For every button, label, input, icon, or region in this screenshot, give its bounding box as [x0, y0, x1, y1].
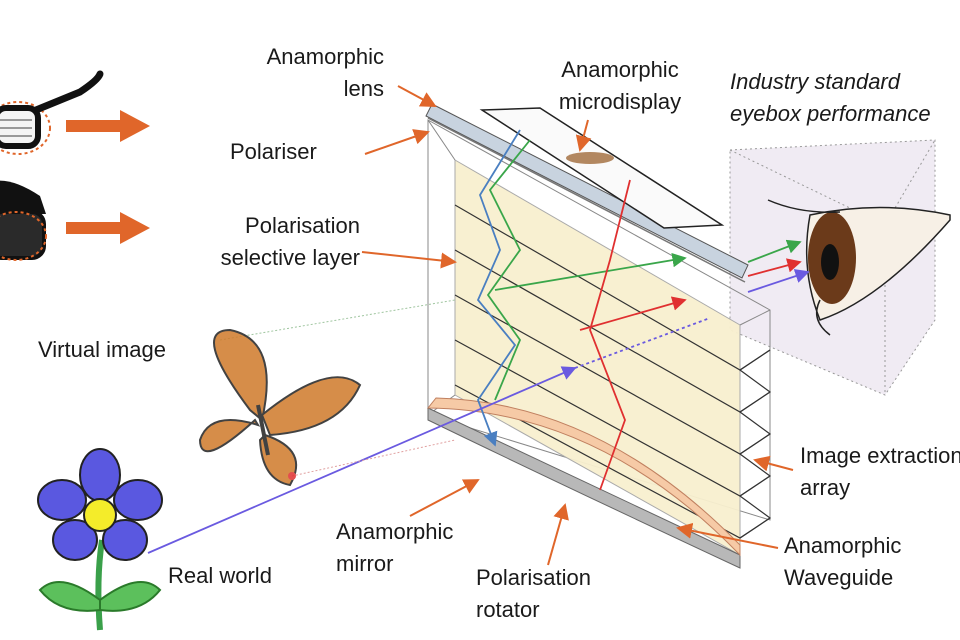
- callout-microdisplay: [575, 119, 592, 152]
- anamorphic-mirror: [426, 397, 741, 569]
- callout-waveguide: [676, 522, 779, 549]
- label-polariser: Polariser: [230, 139, 317, 164]
- callout-mirror: [409, 479, 480, 517]
- ray-red-out: [579, 296, 687, 331]
- label-eyebox: Industry standard eyebox performance: [730, 69, 931, 126]
- label-real-world: Real world: [168, 563, 272, 588]
- callout-rotator: [547, 503, 569, 566]
- ray-purple-eye: [747, 269, 810, 293]
- label-anamorphic-lens: Anamorphic lens: [266, 44, 384, 101]
- label-polarisation-selective-layer: Polarisation selective layer: [220, 213, 360, 270]
- virtual-image-guide: [219, 299, 456, 341]
- virtual-image-guide-2: [291, 439, 456, 477]
- label-virtual-image: Virtual image: [38, 337, 166, 362]
- ray-purple: [147, 366, 577, 554]
- flower-icon: [37, 448, 163, 631]
- butterfly-icon: [198, 328, 362, 487]
- label-image-extraction-array: Image extraction array: [800, 443, 960, 500]
- callout-polariser: [364, 129, 430, 155]
- polariser: [427, 117, 746, 283]
- label-anamorphic-mirror: Anamorphic mirror: [336, 519, 454, 576]
- label-polarisation-rotator: Polarisation rotator: [476, 565, 591, 622]
- callout-arrows: [361, 85, 794, 566]
- ray-red: [589, 179, 631, 491]
- glasses-icon: [0, 70, 104, 155]
- ray-green-out: [494, 252, 687, 291]
- ray-blue: [476, 129, 521, 447]
- goggles-icon: [0, 180, 47, 261]
- eye-icon: [767, 199, 951, 336]
- arrow-right-icon: [66, 212, 150, 244]
- label-anamorphic-waveguide: Anamorphic Waveguide: [784, 533, 902, 590]
- light-rays: [147, 129, 810, 554]
- ray-red-eye: [747, 258, 802, 277]
- callout-extraction: [753, 455, 794, 472]
- callout-lens: [397, 85, 437, 107]
- arrow-right-icon: [66, 110, 150, 142]
- callout-selective-layer: [361, 251, 457, 269]
- ray-green: [486, 139, 531, 401]
- label-anamorphic-microdisplay: Anamorphic microdisplay: [558, 57, 682, 114]
- ray-green-eye: [747, 239, 802, 263]
- image-extraction-array: [454, 204, 772, 539]
- anamorphic-microdisplay: [479, 107, 725, 229]
